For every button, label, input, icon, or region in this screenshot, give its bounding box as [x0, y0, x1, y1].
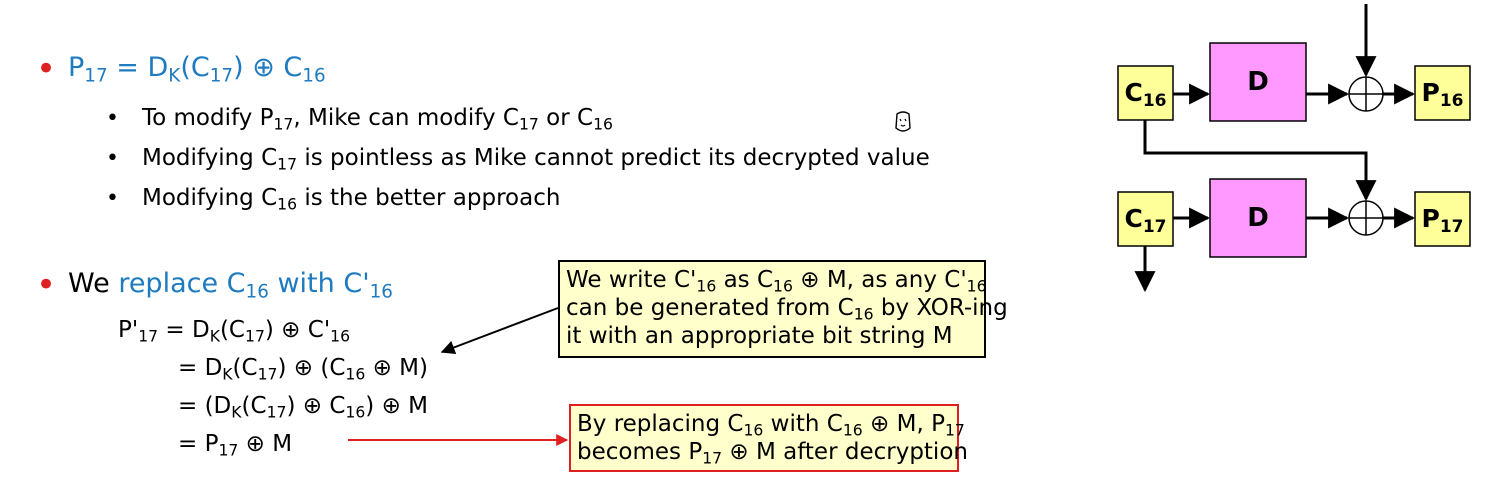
callout-replacing-c16: By replacing C16 with C16 ⊕ M, P17 becom…: [569, 404, 968, 472]
sub-bullet-dot: •: [106, 106, 119, 131]
equation-line-2: = DK(C17) ⊕ (C16 ⊕ M): [178, 355, 428, 384]
sub-bullet-pointless: Modifying C17 is pointless as Mike canno…: [142, 145, 930, 174]
p16-label: P16: [1421, 78, 1464, 112]
p17-label: P17: [1421, 204, 1464, 238]
equation-line-1: P'17 = DK(C17) ⊕ C'16: [118, 317, 351, 346]
callout1-pointer: [440, 307, 559, 355]
bullet-dot: •: [36, 265, 57, 305]
xor-bottom: [1348, 200, 1384, 236]
p17-box: [1414, 191, 1471, 247]
xor-top: [1348, 76, 1384, 112]
c16-box: [1117, 65, 1174, 121]
equation-line-4: = P17 ⊕ M: [178, 431, 293, 460]
c16-label: C16: [1124, 78, 1167, 112]
sub-bullet-dot: •: [106, 186, 119, 211]
bullet-dot: •: [36, 49, 57, 89]
d2-label: D: [1247, 203, 1269, 233]
sub-bullet-dot: •: [106, 146, 119, 171]
callout-write-c16: We write C'16 as C16 ⊕ M, as any C'16 ca…: [558, 260, 1008, 358]
decryption-equation: P17 = DK(C17) ⊕ C16: [68, 52, 326, 87]
sub-bullet-modify: To modify P17, Mike can modify C17 or C1…: [142, 105, 613, 134]
d1-label: D: [1247, 67, 1269, 97]
cursor-icon: [895, 111, 911, 132]
sub-bullet-better: Modifying C16 is the better approach: [142, 185, 561, 214]
equation-line-3: = (DK(C17) ⊕ C16) ⊕ M: [178, 393, 429, 422]
replace-statement: We replace C16 with C'16: [68, 268, 393, 303]
c17-box: [1117, 191, 1174, 247]
d1-box: [1209, 42, 1307, 122]
c17-label: C17: [1124, 204, 1167, 238]
